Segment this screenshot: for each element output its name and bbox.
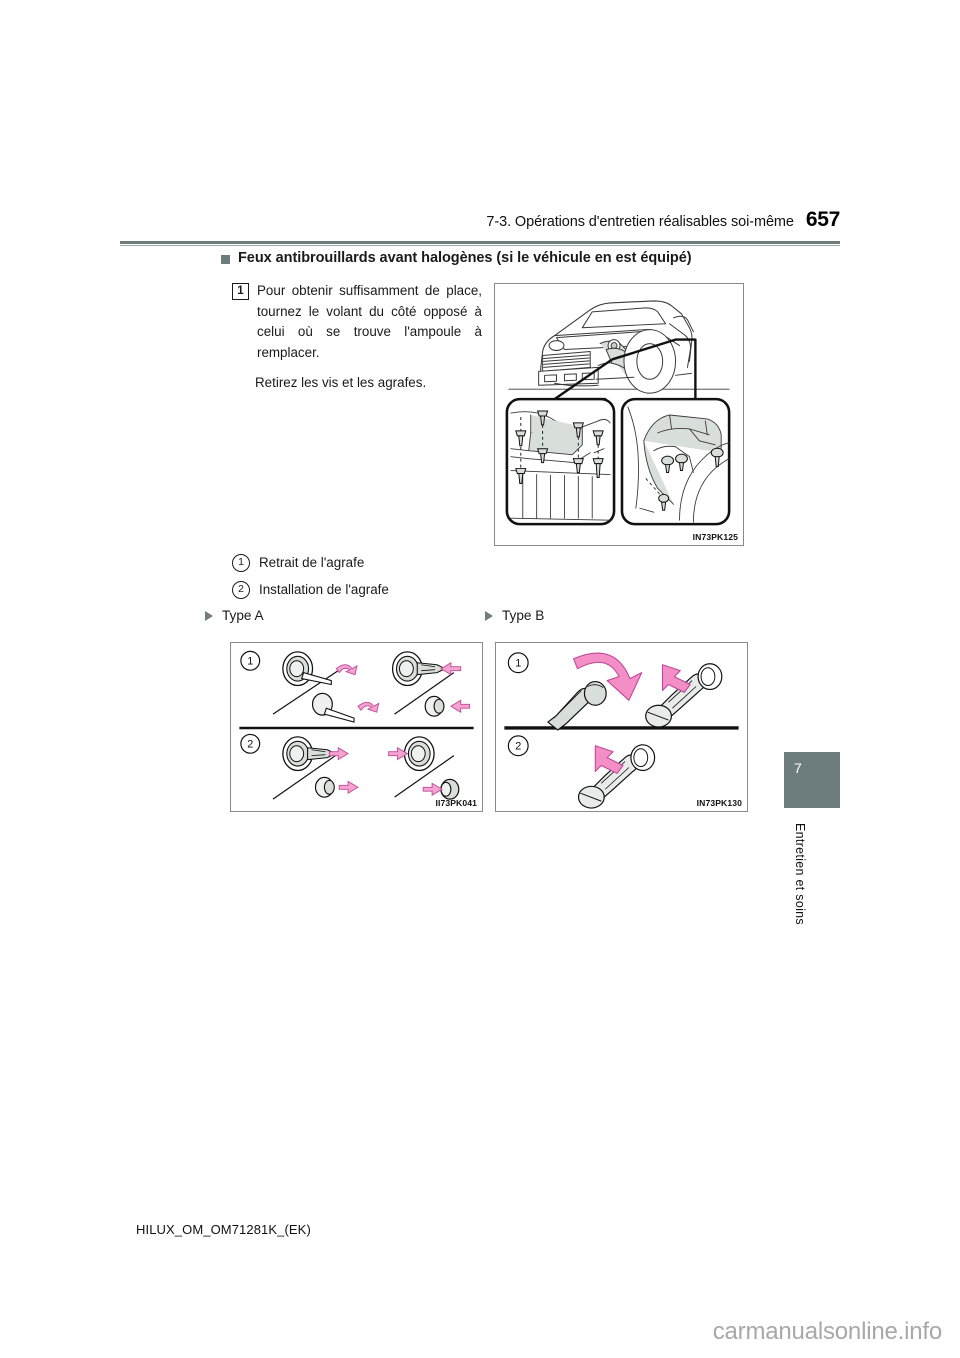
illustration-caption: IN73PK125: [692, 532, 738, 542]
header-rule-thick: [120, 241, 840, 244]
svg-text:2: 2: [515, 741, 521, 753]
variant-label-text: Type A: [222, 608, 264, 623]
svg-text:1: 1: [247, 656, 253, 668]
legend-item: 2 Installation de l'agrafe: [232, 576, 492, 603]
variant-label-text: Type B: [502, 608, 545, 623]
type-a-step-1-marker: 1: [240, 650, 261, 671]
triangle-bullet-icon: [485, 610, 493, 621]
legend-item: 1 Retrait de l'agrafe: [232, 549, 492, 576]
type-b-step-1-marker: 1: [507, 652, 529, 674]
illustration-vehicle-front-fog-lamp: IN73PK125: [494, 283, 744, 546]
pink-arrow-icon: [573, 652, 643, 701]
illustration-type-b-clip: 1 2: [495, 642, 748, 812]
step-list: 1 Pour obtenir suffisamment de place, to…: [232, 281, 482, 394]
illustration-caption: IN73PK130: [696, 798, 742, 808]
variant-label-type-b: Type B: [485, 608, 544, 623]
header-row: 7-3. Opérations d'entretien réalisables …: [120, 208, 840, 234]
variant-label-type-a: Type A: [205, 608, 264, 623]
page-header: 7-3. Opérations d'entretien réalisables …: [120, 208, 840, 246]
illustration-caption: II73PK041: [435, 798, 477, 808]
type-b-step-2-marker: 2: [507, 735, 529, 757]
page-number: 657: [805, 208, 840, 231]
chapter-title-vertical: Entretien et soins: [793, 823, 807, 925]
pink-arrow-icon: [661, 664, 691, 693]
legend-item-label: Installation de l'agrafe: [259, 582, 389, 597]
type-a-clip-diagram-svg: 1 2: [239, 650, 474, 800]
step-text: Pour obtenir suffisamment de place, tour…: [257, 283, 482, 360]
watermark-text: carmanualsonline.info: [712, 1318, 942, 1345]
type-a-step-2-marker: 2: [240, 733, 261, 754]
pink-arrow-icon: [594, 745, 624, 774]
square-bullet-icon: [221, 254, 230, 264]
type-b-clip-diagram-svg: 1 2: [504, 652, 739, 809]
svg-text:1: 1: [515, 658, 521, 670]
step-extra-text: Retirez les vis et les agrafes.: [255, 375, 427, 390]
step-number-badge: 1: [232, 283, 249, 300]
chapter-number: 7: [794, 760, 802, 776]
circled-number-icon: 2: [232, 580, 250, 599]
chapter-tab: 7: [784, 752, 840, 808]
header-rule-thin: [120, 245, 840, 246]
circled-number-icon: 1: [232, 553, 250, 572]
legend-item-label: Retrait de l'agrafe: [259, 555, 365, 570]
footer-document-code: HILUX_OM_OM71281K_(EK): [136, 1222, 311, 1237]
illustration-type-a-clip: 1 2: [230, 642, 483, 812]
triangle-bullet-icon: [205, 610, 213, 621]
callout-legend: 1 Retrait de l'agrafe 2 Installation de …: [232, 549, 492, 603]
header-section-title: 7-3. Opérations d'entretien réalisables …: [486, 214, 794, 230]
section-heading-text: Feux antibrouillards avant halogènes (si…: [238, 250, 692, 266]
section-heading: Feux antibrouillards avant halogènes (si…: [221, 250, 692, 266]
vehicle-front-diagram-svg: [505, 300, 731, 526]
step-item: 1 Pour obtenir suffisamment de place, to…: [232, 281, 482, 363]
svg-text:2: 2: [247, 739, 253, 751]
